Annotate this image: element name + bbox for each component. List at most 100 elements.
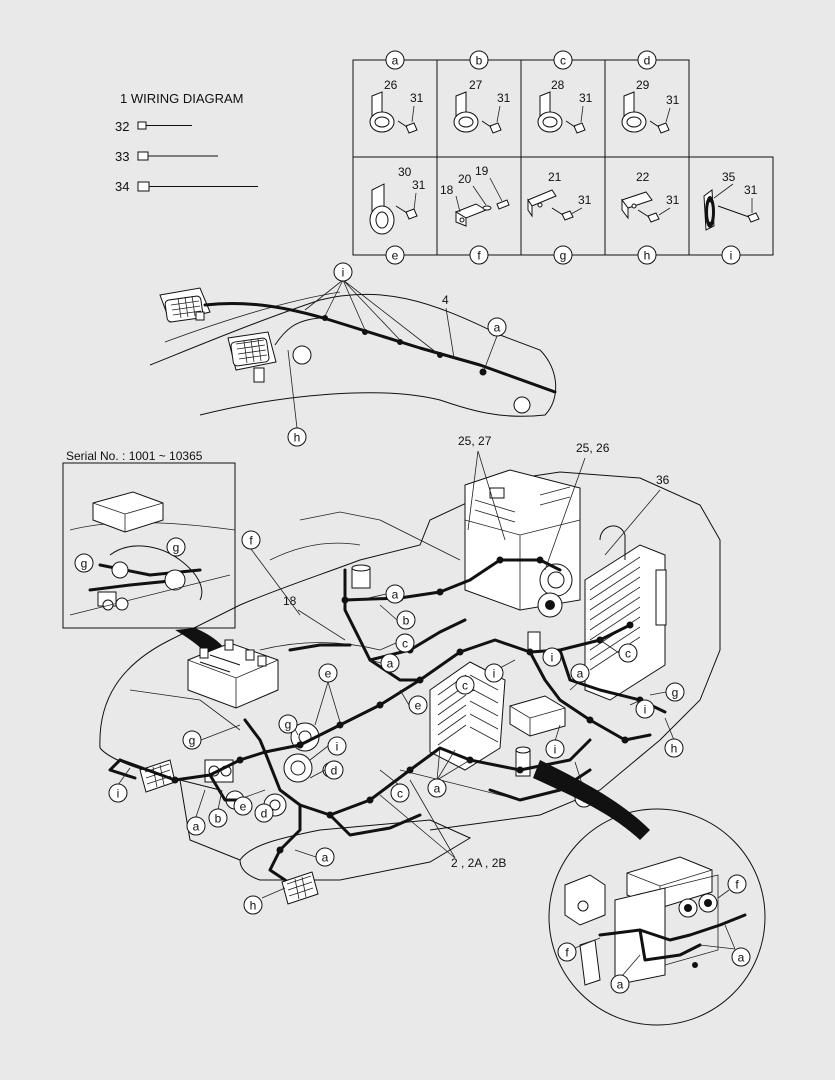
callout-i-5: i bbox=[629, 699, 655, 719]
label-2-2a-2b: 2 , 2A , 2B bbox=[379, 779, 506, 870]
table-letter-c: c bbox=[553, 50, 573, 70]
detail-callout-a-1: a bbox=[699, 924, 751, 967]
clamp-a-icon: 26 31 bbox=[369, 78, 424, 134]
callout-a-5: a bbox=[294, 847, 335, 867]
svg-text:a: a bbox=[392, 588, 399, 602]
svg-text:i: i bbox=[554, 743, 557, 757]
svg-text:g: g bbox=[189, 734, 196, 748]
callout-h-1: h bbox=[243, 887, 286, 915]
callout-c-4: c bbox=[599, 639, 638, 663]
svg-text:g: g bbox=[672, 686, 679, 700]
callout-b-1: b bbox=[379, 604, 416, 630]
table-letter-g: g bbox=[553, 245, 573, 265]
svg-text:i: i bbox=[644, 703, 647, 717]
clamp-f-icon: 18 20 19 bbox=[440, 164, 510, 227]
table-letter-b: b bbox=[469, 50, 489, 70]
callout-e-3: e bbox=[233, 789, 266, 816]
svg-text:b: b bbox=[476, 54, 483, 68]
svg-text:i: i bbox=[117, 787, 120, 801]
battery-icon bbox=[187, 639, 279, 709]
svg-text:i: i bbox=[493, 667, 496, 681]
callout-a-2: a bbox=[369, 653, 400, 673]
clamp-i-icon: 35 31 bbox=[703, 170, 760, 231]
svg-text:g: g bbox=[173, 541, 180, 555]
boom-callout-a: a bbox=[483, 317, 507, 371]
svg-text:27: 27 bbox=[469, 78, 483, 92]
callout-i-3: i bbox=[484, 659, 516, 683]
svg-text:c: c bbox=[625, 647, 631, 661]
svg-text:a: a bbox=[617, 978, 624, 992]
callout-a-6: a bbox=[569, 663, 590, 691]
svg-text:a: a bbox=[322, 851, 329, 865]
svg-text:a: a bbox=[193, 820, 200, 834]
callout-i-6: i bbox=[545, 724, 565, 759]
svg-text:i: i bbox=[336, 740, 339, 754]
detail-callout-f-2: f bbox=[557, 937, 601, 962]
oil-cooler-icon bbox=[429, 661, 506, 771]
table-letter-h: h bbox=[637, 245, 657, 265]
detail-callout-f-1: f bbox=[717, 874, 747, 899]
svg-text:31: 31 bbox=[666, 193, 680, 207]
tie-label: 33 bbox=[115, 149, 129, 164]
svg-text:d: d bbox=[644, 54, 651, 68]
serial-label: Serial No. : 1001 ~ 10365 bbox=[66, 449, 203, 463]
svg-text:h: h bbox=[644, 249, 651, 263]
svg-text:a: a bbox=[387, 657, 394, 671]
svg-text:e: e bbox=[415, 699, 422, 713]
inset-callout-g-2: g bbox=[166, 537, 186, 557]
boom-callout-h: h bbox=[287, 349, 307, 447]
callout-e-2: e bbox=[399, 689, 428, 715]
svg-text:e: e bbox=[240, 800, 247, 814]
clamp-table bbox=[352, 59, 774, 256]
controller-icon bbox=[509, 695, 566, 737]
work-light-lower-icon bbox=[227, 331, 277, 383]
table-letter-i: i bbox=[721, 245, 741, 265]
clamp-e-icon: 30 31 bbox=[369, 165, 426, 235]
callout-a-1: a bbox=[359, 584, 405, 604]
svg-text:f: f bbox=[477, 249, 481, 263]
clamp-h-icon: 22 31 bbox=[621, 170, 680, 223]
relay-block-icon bbox=[204, 722, 338, 817]
boom-callout-harness-4: 4 bbox=[442, 293, 455, 359]
callout-g-1: g bbox=[278, 714, 299, 736]
svg-text:31: 31 bbox=[578, 193, 592, 207]
boom-harness bbox=[203, 302, 557, 394]
serial-inset: Serial No. : 1001 ~ 10365 bbox=[62, 449, 236, 629]
svg-text:25, 27: 25, 27 bbox=[458, 434, 492, 448]
callout-e-1: e bbox=[314, 663, 341, 726]
radiator-icon bbox=[584, 525, 667, 701]
harness-clips bbox=[171, 556, 644, 854]
work-light-upper-icon bbox=[159, 287, 211, 323]
svg-text:i: i bbox=[551, 651, 554, 665]
svg-text:g: g bbox=[81, 557, 88, 571]
svg-text:31: 31 bbox=[410, 91, 424, 105]
detail-callout-a-2: a bbox=[610, 954, 641, 994]
clamp-d-icon: 29 31 bbox=[621, 78, 680, 134]
svg-text:d: d bbox=[331, 764, 338, 778]
svg-text:a: a bbox=[434, 782, 441, 796]
svg-text:c: c bbox=[560, 54, 566, 68]
svg-text:31: 31 bbox=[497, 91, 511, 105]
svg-text:f: f bbox=[249, 534, 253, 548]
svg-text:a: a bbox=[577, 667, 584, 681]
svg-text:36: 36 bbox=[656, 473, 670, 487]
svg-text:e: e bbox=[325, 667, 332, 681]
svg-text:i: i bbox=[342, 266, 345, 280]
svg-text:31: 31 bbox=[744, 183, 758, 197]
svg-text:g: g bbox=[560, 249, 567, 263]
boom-outline bbox=[149, 291, 557, 417]
svg-text:f: f bbox=[735, 878, 739, 892]
table-letter-e: e bbox=[385, 245, 405, 265]
svg-text:h: h bbox=[250, 899, 257, 913]
engine-icon bbox=[464, 469, 581, 618]
tie-label: 34 bbox=[115, 179, 129, 194]
label-18: 18 bbox=[283, 594, 346, 641]
callout-a-3: a bbox=[186, 789, 206, 836]
svg-text:20: 20 bbox=[458, 172, 472, 186]
callout-b-2: b bbox=[208, 789, 228, 828]
boom-callout-i: i bbox=[304, 262, 438, 354]
clamp-g-icon: 21 31 bbox=[527, 170, 592, 221]
svg-text:a: a bbox=[392, 54, 399, 68]
page-title: 1 WIRING DIAGRAM bbox=[120, 91, 244, 106]
